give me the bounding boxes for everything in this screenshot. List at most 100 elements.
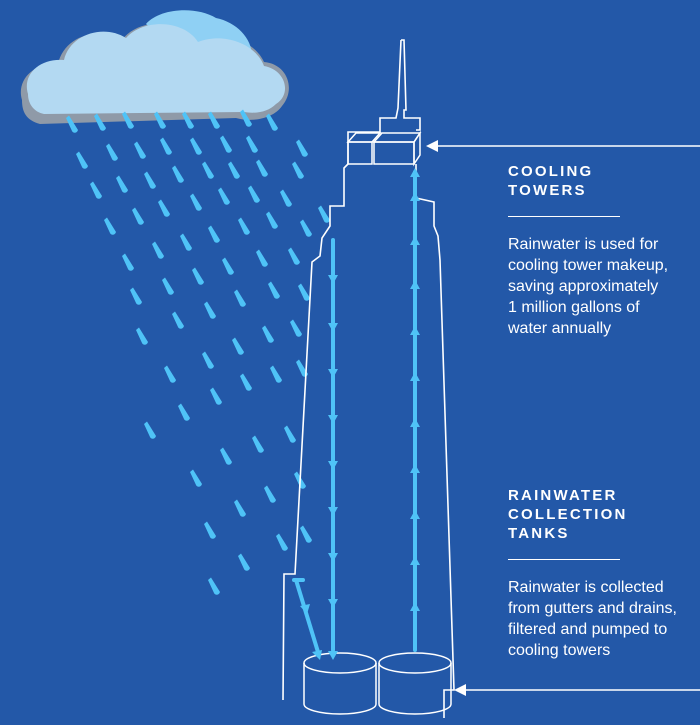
raindrop-icon xyxy=(234,499,246,517)
flow-arrow-up-icon xyxy=(410,464,420,473)
collection-tanks-heading: RAINWATER COLLECTION TANKS xyxy=(508,487,628,542)
raindrop-icon xyxy=(172,165,184,183)
raindrop-icon xyxy=(208,111,220,129)
raindrop-icon xyxy=(262,325,274,343)
collection-tanks-divider xyxy=(508,559,620,560)
raindrop-icon xyxy=(264,485,276,503)
cooling-towers-heading: COOLING TOWERS xyxy=(508,163,594,199)
raindrop-icon xyxy=(280,189,292,207)
building-outline xyxy=(282,39,455,718)
raindrop-icon xyxy=(122,111,134,129)
flow-arrow-up-icon xyxy=(410,168,420,177)
raindrop-icon xyxy=(256,159,268,177)
raindrop-icon xyxy=(318,205,330,223)
raindrop-icon xyxy=(94,113,106,131)
raindrop-icon xyxy=(172,311,184,329)
raindrop-icon xyxy=(90,181,102,199)
raindrop-icon xyxy=(208,577,220,595)
flow-arrow-down-icon xyxy=(328,369,338,378)
raindrop-icon xyxy=(238,553,250,571)
flow-arrow-up-icon xyxy=(410,326,420,335)
flow-arrow-down-icon xyxy=(328,461,338,470)
raindrop-icon xyxy=(222,257,234,275)
raindrop-icon xyxy=(158,199,170,217)
raindrop-icon xyxy=(154,111,166,129)
raindrop-icon xyxy=(218,187,230,205)
flow-arrow-down-icon xyxy=(328,507,338,516)
cooling-towers-text: Rainwater is used for cooling tower make… xyxy=(508,236,669,337)
flow-arrow-down-icon xyxy=(328,651,338,660)
raindrop-icon xyxy=(288,247,300,265)
cooling-tower-units xyxy=(346,130,422,167)
flow-arrow-down-icon xyxy=(328,415,338,424)
raindrop-icon xyxy=(252,435,264,453)
raindrop-icon xyxy=(116,175,128,193)
flow-arrow-up-icon xyxy=(410,280,420,289)
cooling-towers-callout: COOLING TOWERS Rainwater is used for coo… xyxy=(508,162,698,339)
water-flow xyxy=(292,170,417,654)
raindrop-icon xyxy=(190,469,202,487)
raindrop-icon xyxy=(76,151,88,169)
raindrop-icon xyxy=(276,533,288,551)
raindrop-icon xyxy=(164,365,176,383)
flow-arrow-up-icon xyxy=(410,510,420,519)
raindrop-icon xyxy=(300,219,312,237)
raindrop-icon xyxy=(246,135,258,153)
gutter-pipe xyxy=(294,578,320,654)
raindrop-icon xyxy=(238,217,250,235)
flow-arrow-up-icon xyxy=(410,602,420,611)
cooling-towers-divider xyxy=(508,216,620,217)
raindrop-icon xyxy=(240,109,252,127)
raindrop-icon xyxy=(204,521,216,539)
raindrop-icon xyxy=(284,425,296,443)
raindrop-icon xyxy=(220,447,232,465)
raindrop-icon xyxy=(106,143,118,161)
flow-arrow-up-icon xyxy=(410,236,420,245)
raindrop-icon xyxy=(220,135,232,153)
raindrop-icon xyxy=(178,403,190,421)
raindrop-icon xyxy=(132,207,144,225)
raindrop-icon xyxy=(144,171,156,189)
flow-arrow-up-icon xyxy=(410,556,420,565)
raindrop-icon xyxy=(144,421,156,439)
raindrop-icon xyxy=(292,161,304,179)
raindrop-icon xyxy=(290,319,302,337)
raindrop-icon xyxy=(182,111,194,129)
raindrop-icon xyxy=(190,137,202,155)
raindrop-icon xyxy=(256,249,268,267)
raindrop-icon xyxy=(202,161,214,179)
raindrop-icon xyxy=(208,225,220,243)
cloud-icon xyxy=(20,10,289,124)
raindrop-icon xyxy=(66,115,78,133)
raindrop-icon xyxy=(152,241,164,259)
raindrop-icon xyxy=(136,327,148,345)
raindrop-icon xyxy=(104,217,116,235)
flow-arrow-down-icon xyxy=(328,323,338,332)
raindrop-icon xyxy=(268,281,280,299)
raindrop-icon xyxy=(296,359,308,377)
collection-tanks xyxy=(303,652,452,715)
raindrop-icon xyxy=(266,211,278,229)
raindrop-icon xyxy=(210,387,222,405)
flow-arrow-up-icon xyxy=(410,372,420,381)
raindrop-icon xyxy=(134,141,146,159)
raindrop-icon xyxy=(190,193,202,211)
raindrop-icon xyxy=(202,351,214,369)
flow-arrows xyxy=(300,168,420,660)
flow-arrow-down-icon xyxy=(328,599,338,608)
raindrop-icon xyxy=(298,283,310,301)
raindrop-icon xyxy=(122,253,134,271)
raindrop-icon xyxy=(266,113,278,131)
raindrop-icon xyxy=(300,525,312,543)
raindrop-icon xyxy=(234,289,246,307)
raindrop-icon xyxy=(248,185,260,203)
flow-arrow-down-icon xyxy=(328,275,338,284)
flow-arrow-up-icon xyxy=(410,192,420,201)
callout-pointers xyxy=(426,140,700,696)
raindrop-icon xyxy=(232,337,244,355)
collection-tanks-text: Rainwater is collected from gutters and … xyxy=(508,579,677,659)
gutter-arrow-icon xyxy=(312,650,322,660)
raindrop-icon xyxy=(296,139,308,157)
raindrop-icon xyxy=(204,301,216,319)
